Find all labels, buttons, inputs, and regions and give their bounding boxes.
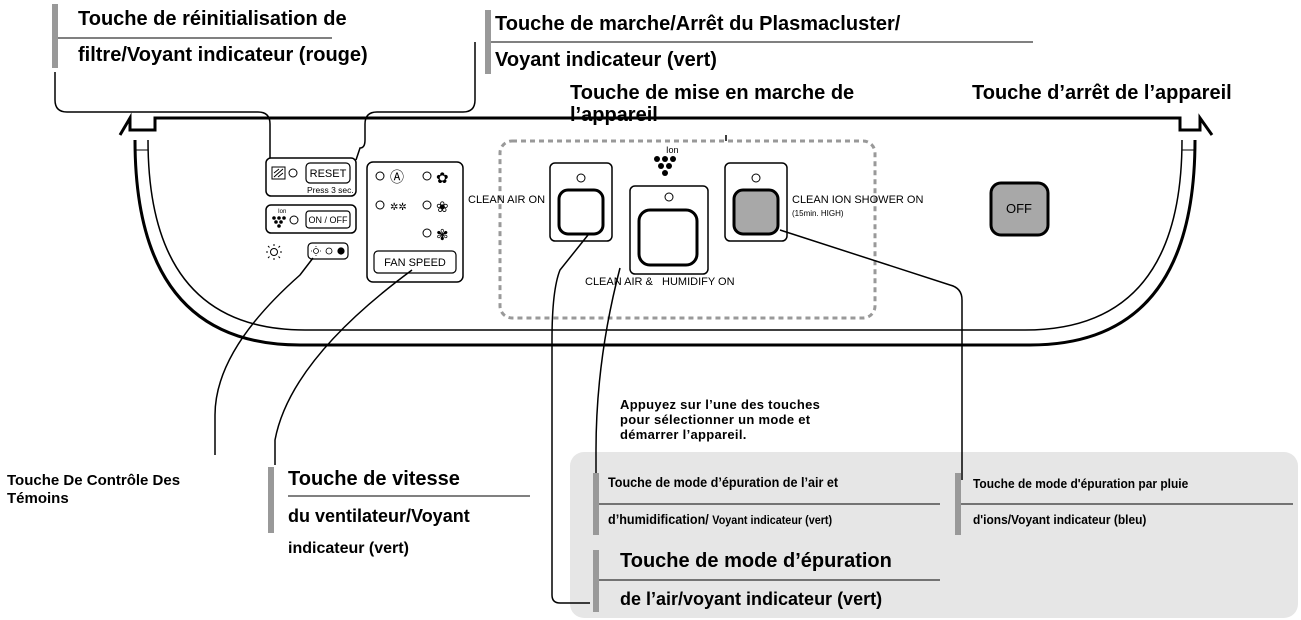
callout-background (570, 452, 1298, 618)
air-mode-label-2: de l’air/voyant indicateur (vert) (620, 589, 883, 609)
fan-auto-led (375, 171, 385, 181)
fan-auto-icon: Ⓐ (390, 169, 404, 185)
callout-bar-humidify (593, 473, 599, 535)
fan-low-led (422, 228, 432, 238)
humidify-led (664, 192, 674, 202)
svg-text:Ion: Ion (278, 209, 286, 215)
fan-speed-label-3: indicateur (vert) (288, 540, 409, 557)
brightness-icons (311, 246, 345, 256)
onoff-button-label: ON / OFF (309, 215, 348, 225)
clean-air-humidify-label: CLEAN AIR & HUMIDIFY ON (585, 276, 735, 288)
fan-low-icon: ✾ (436, 227, 449, 244)
ion-mode-label-1: Touche de mode d'épuration par pluie (973, 476, 1189, 491)
onoff-button[interactable] (305, 210, 351, 229)
instruction-text: Appuyez sur l’une des touches pour sélec… (620, 397, 821, 442)
leader-lines (54, 42, 963, 604)
plasmacluster-led (289, 215, 299, 225)
fan-high-icon: ✿ (436, 170, 449, 187)
off-button-label: OFF (1006, 201, 1032, 216)
reset-button-label: RESET (310, 168, 347, 180)
humidify-mode-label-2: d’humidification/ Voyant indicateur (ver… (608, 511, 833, 527)
sun-icon (266, 244, 282, 260)
plasmacluster-label-1: Touche de marche/Arrêt du Plasmacluster/ (495, 13, 901, 35)
fan-speed-label-1: Touche de vitesse (288, 468, 460, 490)
power-off-label: Touche d’arrêt de l’appareil (972, 82, 1232, 104)
callout-underlines (58, 37, 1293, 581)
svg-text:Ion: Ion (666, 145, 679, 155)
callout-bar-filter (52, 4, 58, 68)
fan-speed-cluster: Ⓐ ✲✲ ✿ ❀ ✾ FAN SPEED (366, 161, 464, 283)
air-mode-label-1: Touche de mode d’épuration (620, 550, 892, 572)
left-control-cluster: RESET Press 3 sec. Ion ON / OFF (265, 157, 357, 260)
fan-sleep-icon: ✲✲ (390, 202, 407, 213)
filter-indicator-led (288, 168, 298, 178)
press-3-sec-note: Press 3 sec. (307, 185, 354, 195)
power-on-group-outline (498, 139, 877, 320)
clean-air-led (576, 173, 586, 183)
clean-air-humidify-button[interactable] (637, 208, 699, 267)
off-button[interactable] (989, 181, 1050, 237)
indicator-control-button[interactable] (307, 242, 349, 260)
power-on-label-2: l’appareil (570, 104, 658, 126)
fan-med-led (422, 200, 432, 210)
filter-icon (271, 166, 286, 180)
clean-air-on-label: CLEAN AIR ON (468, 194, 545, 206)
filter-reset-label-2: filtre/Voyant indicateur (rouge) (78, 44, 368, 66)
fan-speed-button-label: FAN SPEED (384, 257, 446, 269)
fan-speed-button[interactable] (373, 250, 457, 274)
clean-ion-shower-sub: (15min. HIGH) (792, 209, 844, 218)
fan-sleep-led (375, 200, 385, 210)
fan-med-icon: ❀ (436, 199, 449, 216)
filter-reset-label-1: Touche de réinitialisation de (78, 8, 347, 30)
callout-bar-ion (955, 473, 961, 535)
clean-air-button[interactable] (557, 188, 605, 236)
fan-high-led (422, 171, 432, 181)
ion-mode-label-2: d'ions/Voyant indicateur (bleu) (973, 512, 1147, 527)
ion-shower-led (751, 173, 761, 183)
callout-bar-fan (268, 467, 274, 533)
ion-icon-large: Ion (654, 145, 679, 176)
reset-button[interactable] (305, 162, 351, 184)
ion-icon-small: Ion (272, 209, 286, 228)
fan-speed-label-2: du ventilateur/Voyant (288, 506, 470, 526)
plasmacluster-label-2: Voyant indicateur (vert) (495, 49, 717, 71)
callout-bar-air (593, 550, 599, 612)
callout-bar-plasmacluster (485, 10, 491, 74)
humidify-mode-label-1: Touche de mode d’épuration de l’air et (608, 474, 839, 490)
power-on-label-1: Touche de mise en marche de (570, 82, 855, 104)
clean-ion-shower-button[interactable] (732, 188, 780, 236)
clean-ion-shower-label: CLEAN ION SHOWER ON (792, 194, 923, 206)
indicator-control-label-1: Touche De Contrôle Des (7, 472, 181, 489)
indicator-control-label-2: Témoins (7, 490, 69, 507)
